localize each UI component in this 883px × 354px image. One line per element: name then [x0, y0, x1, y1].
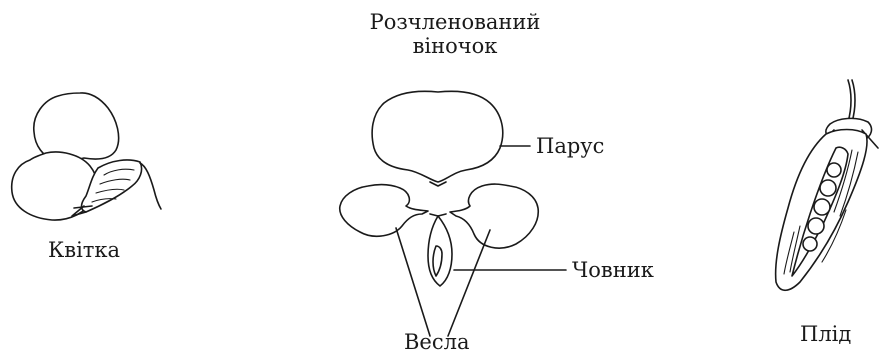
- pea-pod-illustration: [776, 80, 878, 290]
- label-standard: Парус: [536, 134, 604, 158]
- standard-petal: [372, 91, 503, 186]
- wings-leader-right: [448, 230, 490, 336]
- label-keel: Човник: [572, 258, 654, 282]
- label-wings: Весла: [404, 330, 469, 354]
- flower-illustration: [12, 93, 161, 220]
- label-flower: Квітка: [48, 238, 120, 262]
- diagram-title: Розчленований віночок: [340, 10, 570, 58]
- wings-leader-left: [396, 228, 430, 336]
- label-fruit: Плід: [800, 322, 851, 346]
- title-line-1: Розчленований: [340, 10, 570, 34]
- title-line-2: віночок: [340, 34, 570, 58]
- keel-petal: [428, 214, 452, 286]
